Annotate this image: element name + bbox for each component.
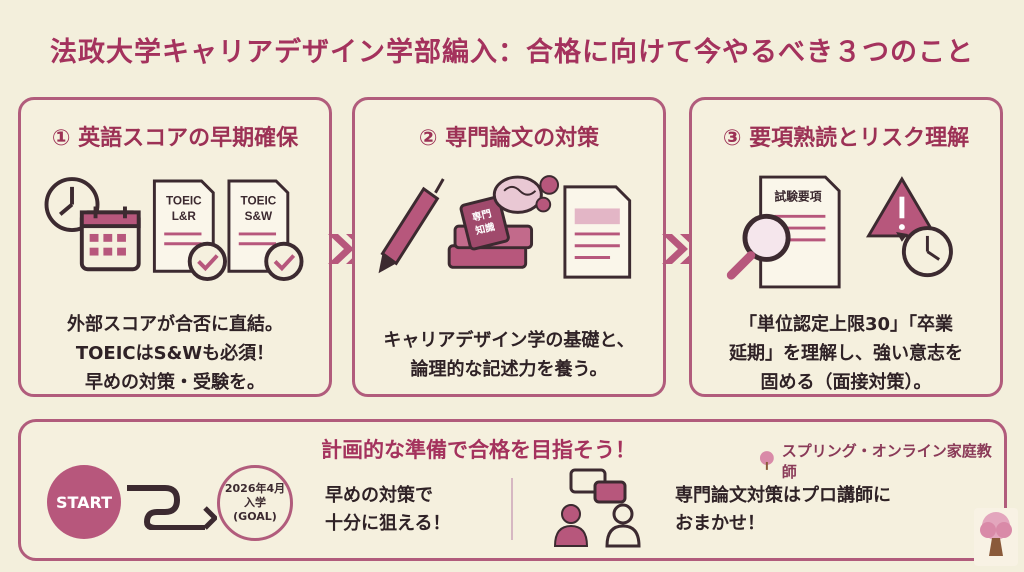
divider <box>511 478 513 540</box>
left-message: 早めの対策で 十分に狙える！ <box>325 482 450 538</box>
text-line: 早めの対策で <box>325 485 433 506</box>
text-line: 「単位認定上限30」「卒業 <box>738 314 954 335</box>
tree-icon <box>759 451 774 470</box>
page-title: 法政大学キャリアデザイン学部編入：合格に向けて今やるべき３つのこと <box>50 37 974 68</box>
right-message: 専門論文対策はプロ講師に おまかせ！ <box>675 482 891 538</box>
bottom-banner: 計画的な準備で合格を目指そう！ スプリング・オンライン家庭教師 START 20… <box>18 419 1007 561</box>
panel-guidelines: ③ 要項熟読とリスク理解 試験要項 「単位認定上限30」「卒業 延期」を理解し、… <box>689 97 1003 397</box>
calendar-icon <box>79 206 141 272</box>
doc-title: 試験要項 <box>774 190 821 204</box>
goal-badge: 2026年4月 入学 (GOAL) <box>217 465 293 541</box>
text-line: 専門論文対策はプロ講師に <box>675 485 891 506</box>
brand: スプリング・オンライン家庭教師 <box>757 440 1004 482</box>
panel-title: ③ 要項熟読とリスク理解 <box>722 126 970 151</box>
brand-logo <box>974 508 1018 566</box>
doc-line: L&R <box>172 210 197 223</box>
bottom-title: 計画的な準備で合格を目指そう！ <box>321 438 636 462</box>
goal-line: 2026年4月 <box>224 482 286 495</box>
panel-english-score: ① 英語スコアの早期確保 TOEIC L&R <box>18 97 332 397</box>
panel-thesis: ② 専門論文の対策 専門 知識 キャリアデザイン学の基礎と、 <box>352 97 666 397</box>
panel-description: キャリアデザイン学の基礎と、 論理的な記述力を養う。 <box>355 326 663 384</box>
brand-name: スプリング・オンライン家庭教師 <box>781 442 992 481</box>
doc-line: TOEIC <box>241 195 277 208</box>
document-icon <box>563 185 632 279</box>
panel-title: ② 専門論文の対策 <box>418 126 600 151</box>
doc-line: TOEIC <box>166 195 202 208</box>
text-line: 論理的な記述力を養う。 <box>410 359 608 380</box>
panel-title: ① 英語スコアの早期確保 <box>51 126 299 151</box>
chat-people-icon <box>553 468 641 548</box>
text-line: 早めの対策・受験を。 <box>85 372 265 393</box>
text-line: 外部スコアが合否に直結。 <box>67 314 283 335</box>
panel-icons: 専門 知識 <box>378 175 632 279</box>
brain-gears-icon <box>492 175 560 214</box>
start-badge: START <box>47 465 121 539</box>
document-icon: 試験要項 <box>759 175 841 289</box>
tree-icon <box>980 512 1012 556</box>
panel-description: 外部スコアが合否に直結。 TOEICはS&Wも必須！ 早めの対策・受験を。 <box>21 310 329 397</box>
goal-line: (GOAL) <box>233 510 277 523</box>
panel-icons: 試験要項 <box>726 175 953 289</box>
text-line: 延期」を理解し、強い意志を <box>729 343 963 364</box>
panel-icons: TOEIC L&R TOEIC S&W <box>44 177 304 282</box>
text-line: おまかせ！ <box>675 513 765 534</box>
text-line: 十分に狙える！ <box>325 513 451 534</box>
checkmark-icon <box>187 241 227 282</box>
panel-description: 「単位認定上限30」「卒業 延期」を理解し、強い意志を 固める（面接対策）。 <box>692 310 1000 397</box>
checkmark-icon <box>264 241 304 282</box>
path-arrow-icon <box>127 485 217 530</box>
books-icon: 専門 知識 <box>447 195 534 269</box>
text-line: TOEICはS&Wも必須！ <box>75 343 275 364</box>
pen-icon <box>378 178 445 274</box>
text-line: キャリアデザイン学の基礎と、 <box>383 330 635 351</box>
goal-line: 入学 <box>244 496 266 509</box>
text-line: 固める（面接対策）。 <box>760 372 932 393</box>
doc-line: S&W <box>245 210 273 223</box>
history-clock-icon <box>896 226 953 278</box>
magnifier-icon <box>726 213 791 280</box>
